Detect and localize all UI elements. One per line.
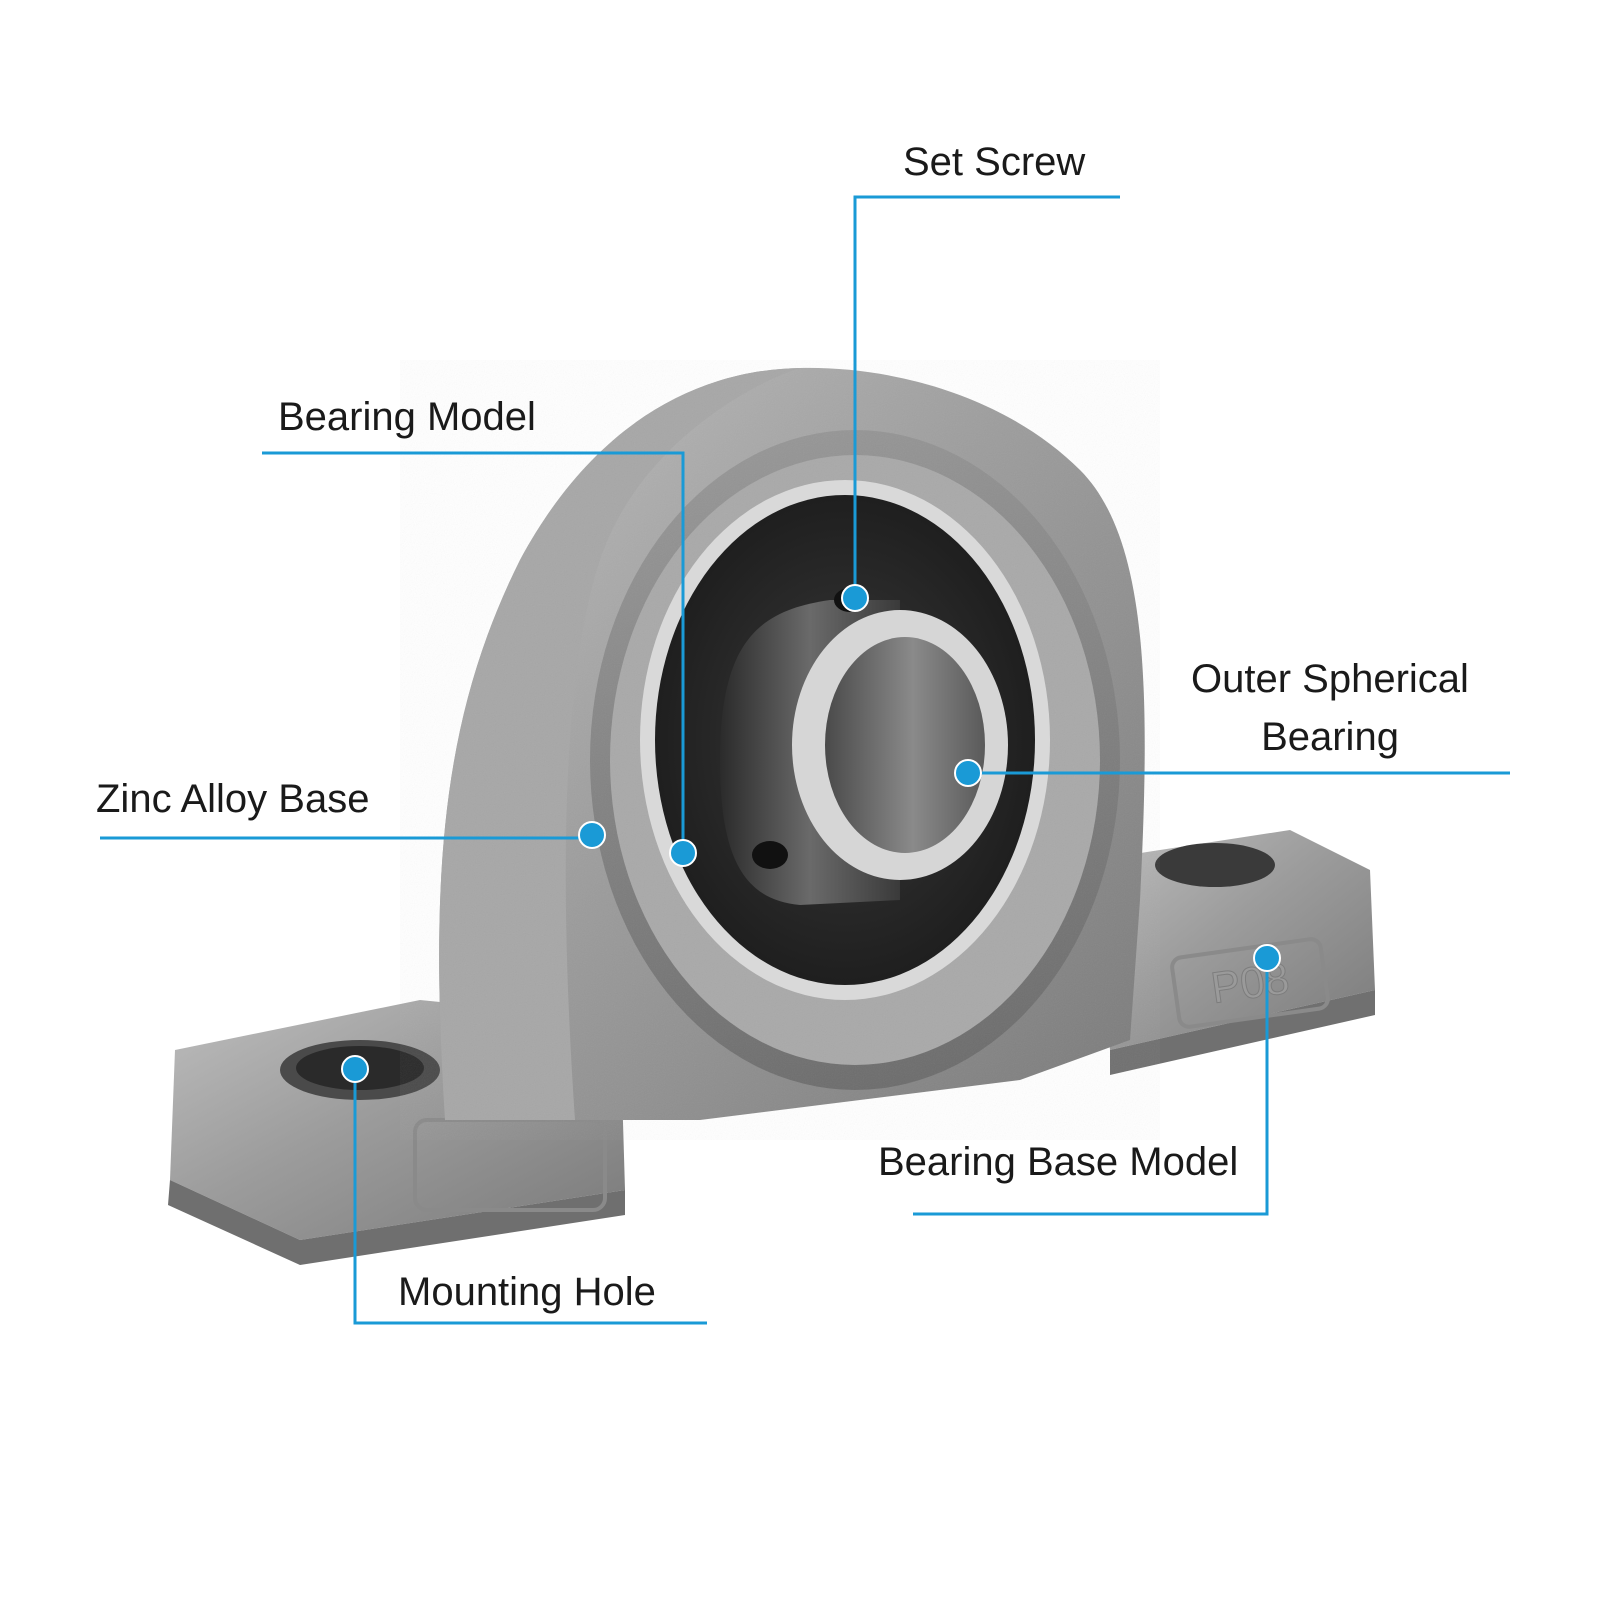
label-mounting-hole: Mounting Hole xyxy=(398,1270,656,1314)
mounting-hole-dot xyxy=(341,1055,369,1083)
label-set-screw: Set Screw xyxy=(903,140,1086,184)
mounting-hole-leader xyxy=(353,1069,707,1325)
bearing-model-leader xyxy=(262,451,685,853)
set-screw-dot xyxy=(841,584,869,612)
label-outer-spherical-bearing-line1: Outer Spherical xyxy=(1191,657,1469,701)
set-screw-leader xyxy=(853,195,1120,598)
zinc-alloy-base-dot xyxy=(578,821,606,849)
outer-spherical-bearing-dot xyxy=(954,759,982,787)
bearing-base-model-leader xyxy=(913,958,1269,1216)
bearing-base-model-dot xyxy=(1253,944,1281,972)
label-zinc-alloy-base: Zinc Alloy Base xyxy=(96,777,370,821)
bearing xyxy=(640,480,1050,1000)
label-bearing-base-model: Bearing Base Model xyxy=(878,1140,1239,1184)
set-screw-hole-lower xyxy=(752,841,788,869)
callout-lines xyxy=(100,195,1510,1325)
mounting-hole-right xyxy=(1155,843,1275,887)
label-outer-spherical-bearing: Outer Spherical Bearing xyxy=(1180,650,1480,766)
bearing-model-dot xyxy=(669,839,697,867)
label-bearing-model: Bearing Model xyxy=(278,395,536,439)
bore xyxy=(825,637,985,853)
label-outer-spherical-bearing-line2: Bearing xyxy=(1261,715,1399,759)
stamp-frame xyxy=(1170,937,1330,1029)
